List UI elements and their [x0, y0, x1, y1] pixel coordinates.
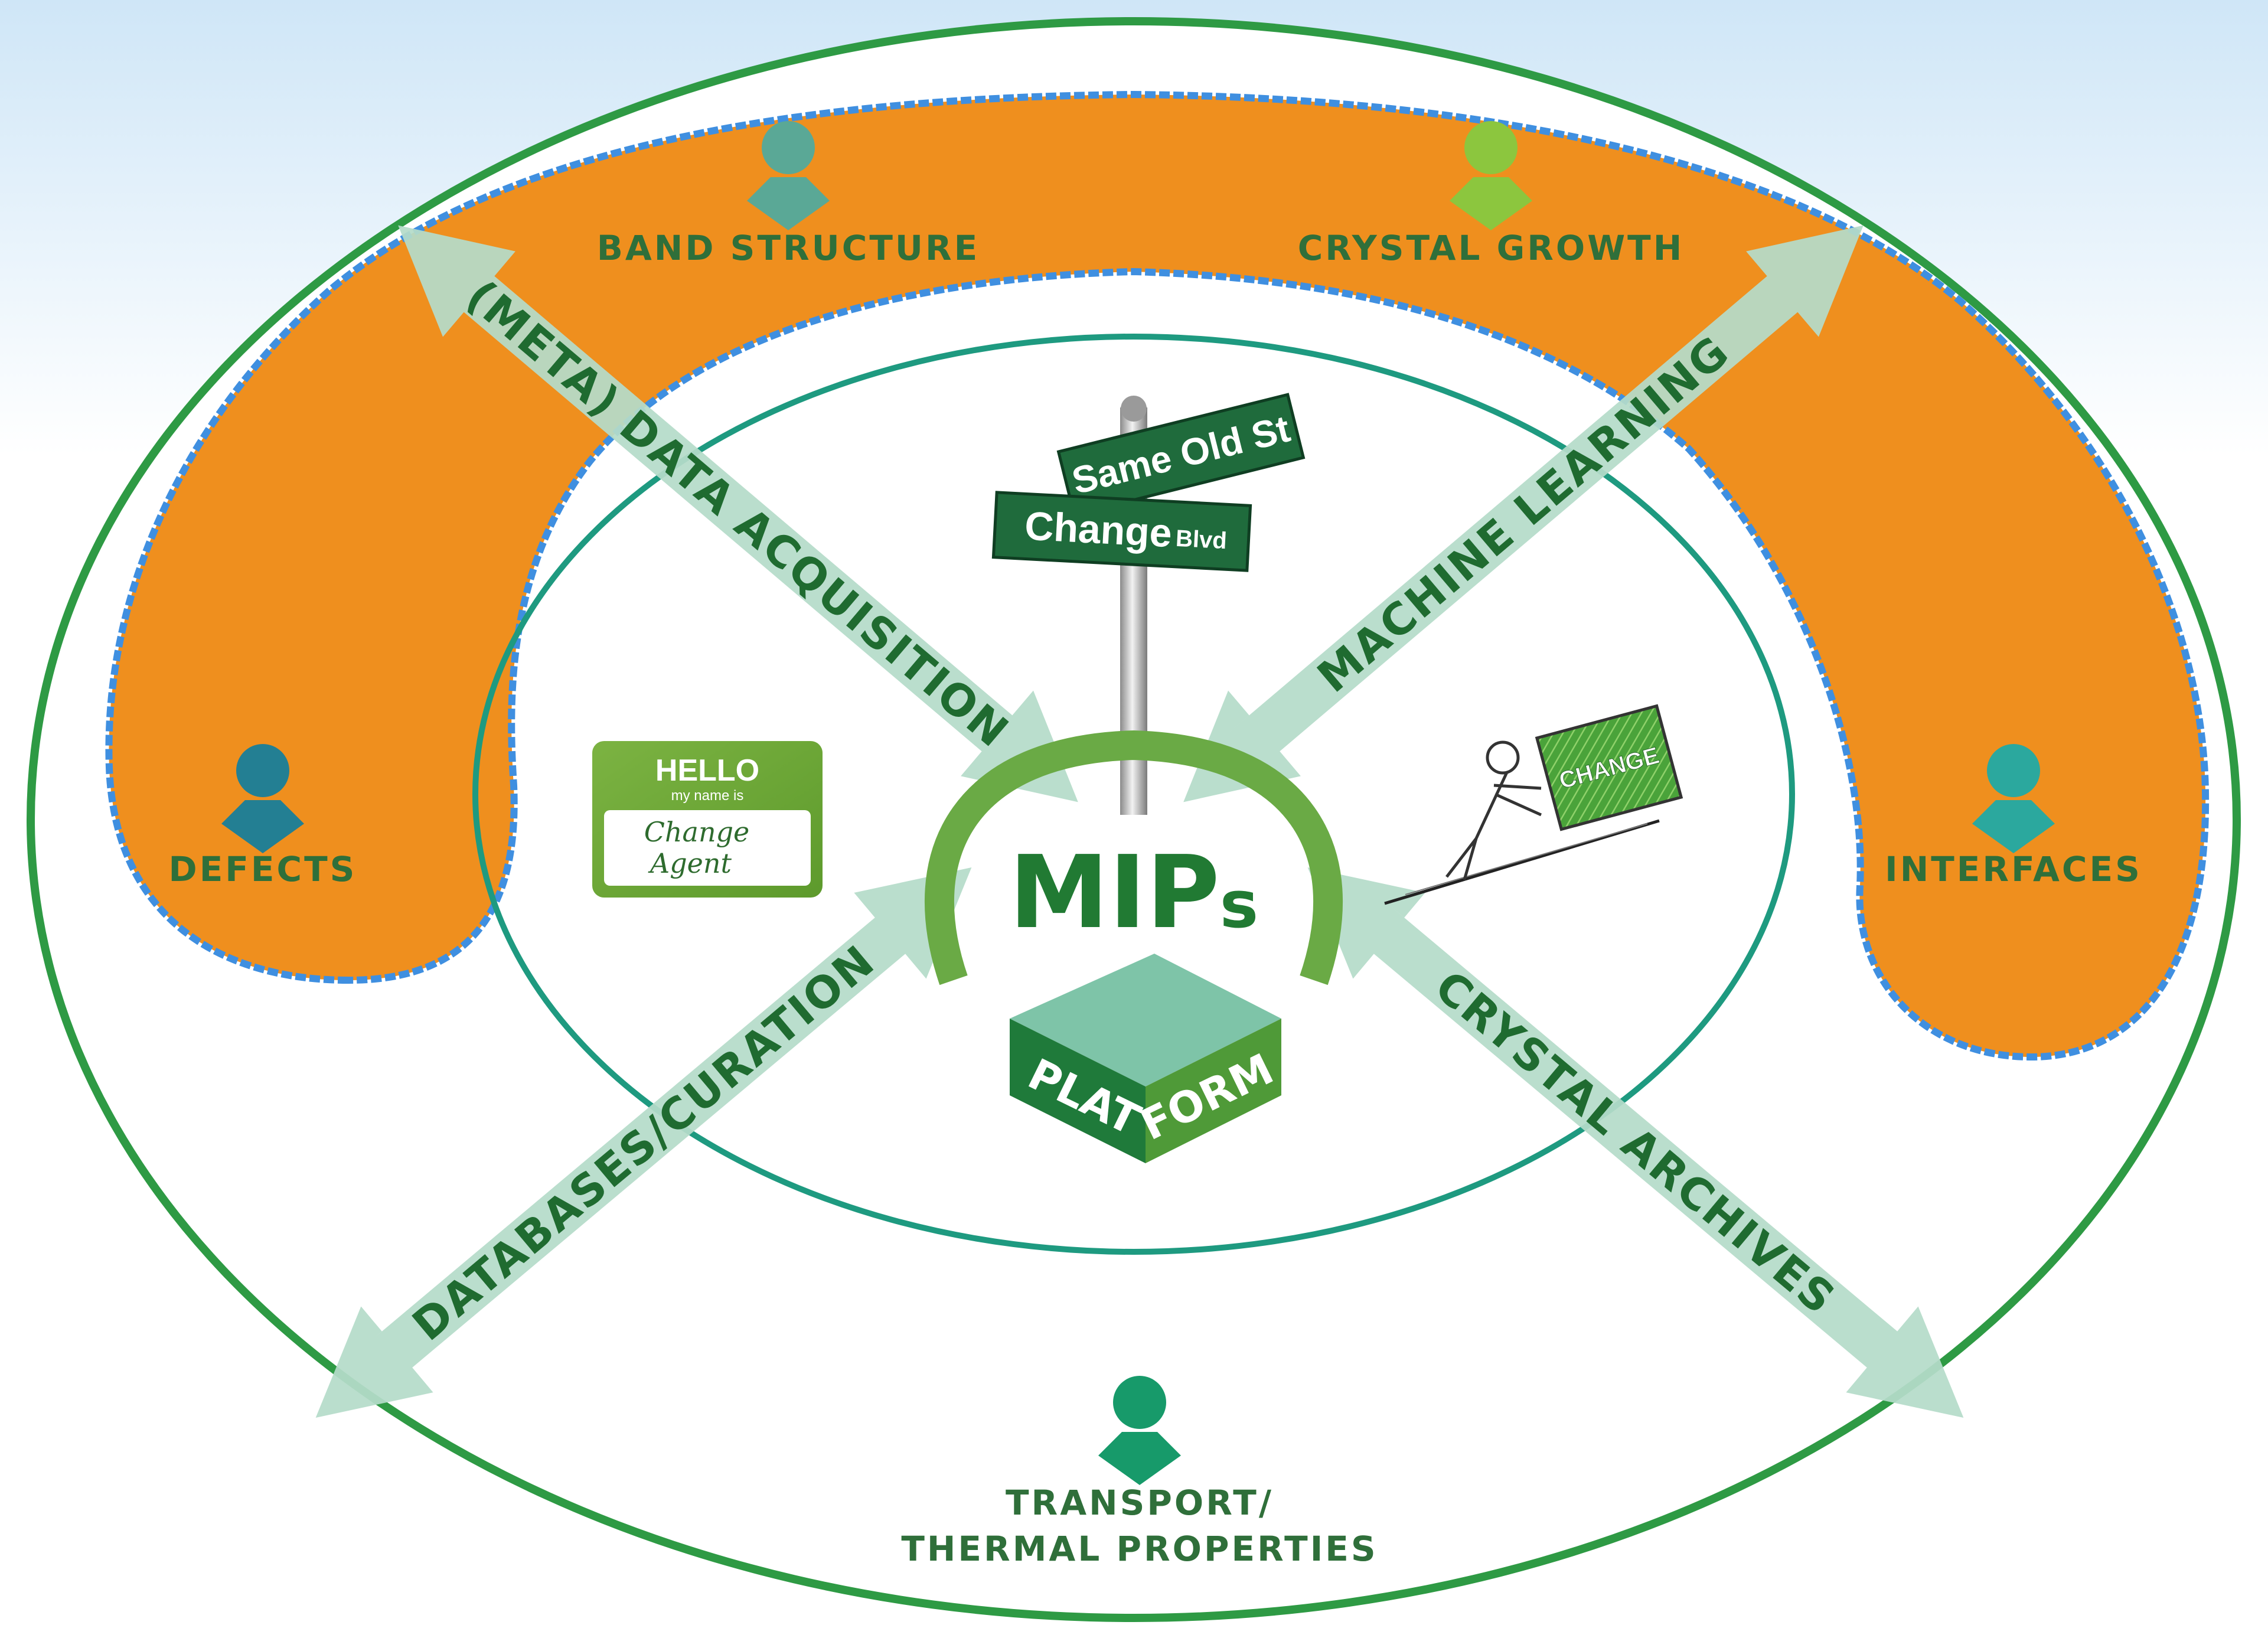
platform-top — [1010, 954, 1281, 1086]
person-icon — [221, 744, 304, 853]
topic-label-crystal-growth: CRYSTAL GROWTH — [1298, 228, 1685, 268]
topic-label-defects: DEFECTS — [169, 849, 357, 889]
name-tag-line2: Agent — [648, 847, 732, 879]
change-pusher-sketch: CHANGE — [1384, 704, 1683, 905]
mips-title-main: MIP — [1009, 834, 1220, 951]
sign-bottom-suffix: Blvd — [1175, 526, 1228, 554]
platform-cube: PLAT FORM — [1010, 954, 1281, 1163]
person-icon — [1972, 744, 2055, 853]
stick-figure-head — [1486, 740, 1520, 775]
name-tag-field — [604, 810, 811, 886]
person-icon — [1450, 121, 1532, 230]
name-tag-subheader: my name is — [671, 788, 744, 804]
mips-title: MIPs — [1009, 834, 1259, 951]
sign-same-old-st — [1056, 393, 1306, 517]
topic-label-transport-line2: THERMAL PROPERTIES — [901, 1529, 1378, 1569]
topic-band-structure: BAND STRUCTURE — [597, 121, 980, 268]
platform-left — [1010, 1019, 1146, 1163]
name-tag-header: HELLO — [655, 753, 759, 788]
topic-crystal-growth: CRYSTAL GROWTH — [1298, 121, 1685, 268]
orange-band — [105, 90, 2210, 1061]
name-tag: HELLO my name is Change Agent — [592, 741, 823, 898]
person-icon — [747, 121, 830, 230]
mips-ring — [924, 730, 1343, 986]
mips-title-suffix: s — [1220, 867, 1258, 942]
topic-interfaces: INTERFACES — [1885, 744, 2142, 889]
inner-ring — [472, 334, 1795, 1255]
topic-defects: DEFECTS — [169, 744, 357, 889]
person-icon — [1098, 1376, 1181, 1485]
topic-transport: TRANSPORT/ THERMAL PROPERTIES — [901, 1376, 1378, 1569]
topic-label-interfaces: INTERFACES — [1885, 849, 2142, 889]
sign-change-blvd — [991, 491, 1252, 572]
topic-label-band-structure: BAND STRUCTURE — [597, 228, 980, 268]
change-box — [1535, 704, 1683, 831]
sign-bottom-main: Change — [1024, 503, 1173, 556]
platform-right — [1146, 1019, 1281, 1163]
topic-label-transport-line1: TRANSPORT/ — [1006, 1483, 1274, 1523]
name-tag-line1: Change — [644, 816, 750, 848]
